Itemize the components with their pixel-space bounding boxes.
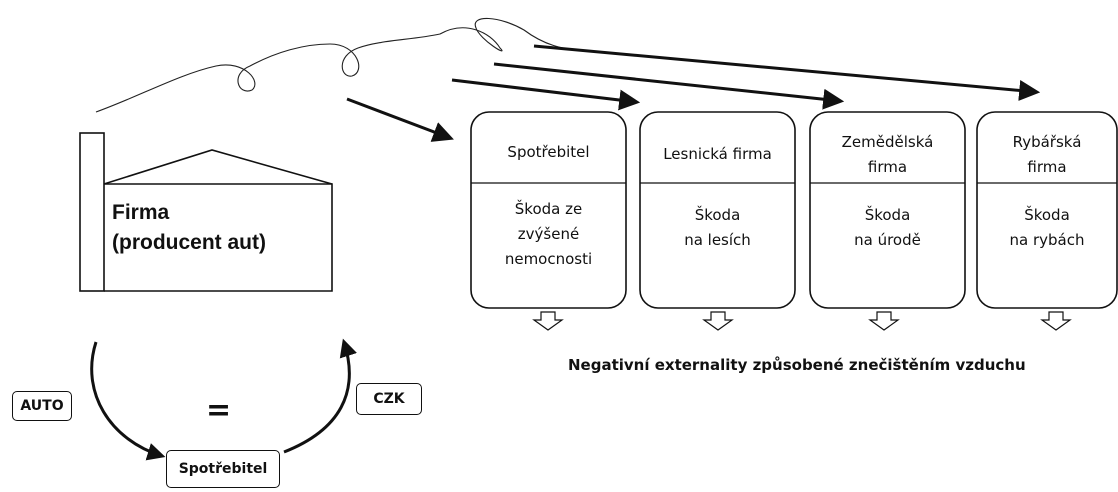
equals-sign: = [206, 393, 232, 428]
money-tag: CZK [356, 383, 422, 415]
party-box-agriculture [809, 111, 966, 309]
money-flow-arrow [283, 338, 357, 454]
party-box-forestry [639, 111, 796, 309]
party-box-fishing [976, 111, 1118, 309]
pollution-arrow-fishing [533, 44, 1041, 101]
factory-building [104, 183, 333, 292]
factory-chimney [79, 132, 105, 292]
party-title-forestry: Lesnická firma [663, 145, 772, 163]
down-arrow-2 [702, 311, 734, 331]
consumer-tag: Spotřebitel [166, 450, 280, 488]
factory-label: Firma (producent aut) [112, 198, 266, 258]
smoke-curve [95, 17, 605, 113]
factory-roof [103, 149, 333, 185]
party-title-consumer: Spotřebitel [507, 143, 590, 161]
factory-subtitle: (producent aut) [112, 231, 266, 254]
down-arrow-3 [868, 311, 900, 331]
down-arrow-1 [532, 311, 564, 331]
party-damage-consumer: Škoda ze zvýšené nemocnosti [504, 200, 593, 268]
party-damage-forestry: Škoda na lesích [684, 206, 751, 249]
party-title-agriculture: Zemědělská firma [841, 133, 934, 176]
down-arrow-4 [1040, 311, 1072, 331]
externality-caption: Negativní externality způsobené znečiště… [568, 356, 1026, 374]
party-damage-fishing: Škoda na rybách [1009, 206, 1085, 249]
pollution-arrow-agriculture [493, 62, 845, 110]
party-box-consumer [470, 111, 627, 309]
goods-flow-arrow [90, 341, 166, 461]
pollution-arrow-forestry [451, 78, 641, 111]
party-title-fishing: Rybářská firma [1012, 133, 1082, 176]
factory-name: Firma [112, 201, 170, 224]
goods-tag: AUTO [12, 391, 72, 421]
pollution-arrow-consumer [346, 97, 454, 142]
party-damage-agriculture: Škoda na úrodě [854, 206, 921, 249]
